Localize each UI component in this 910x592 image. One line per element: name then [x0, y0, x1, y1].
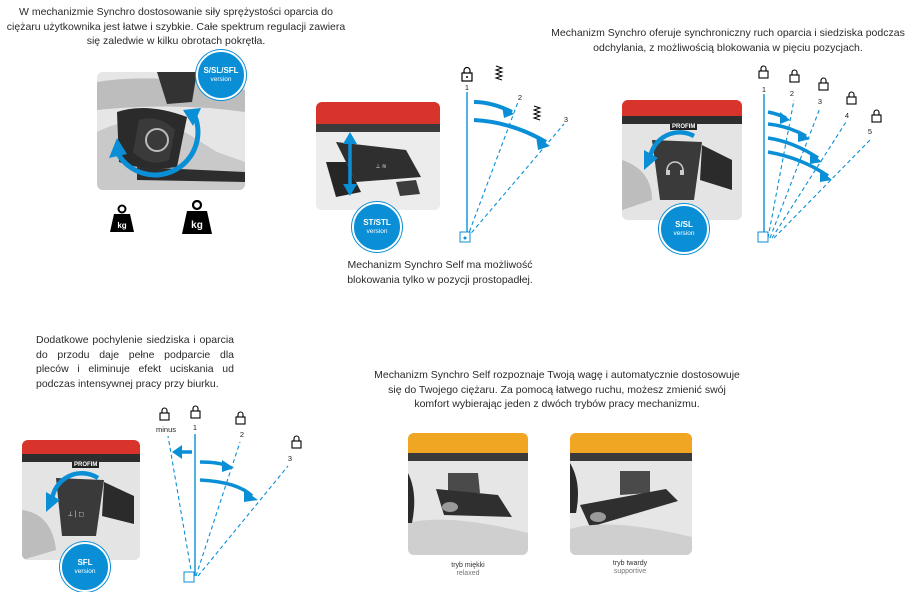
s4-pos-3: 3 — [288, 454, 292, 463]
s2-pos-3: 3 — [564, 115, 568, 124]
s1-badge-title: S/SL/SFL — [203, 66, 239, 75]
s4-brand-label: PROFIM — [72, 462, 100, 468]
s4-description: Dodatkowe pochylenie siedziska i oparcia… — [36, 334, 234, 390]
s5-hard-mode-photo — [570, 433, 692, 555]
s3-pos-5: 5 — [868, 127, 872, 136]
lock-icon — [235, 411, 246, 425]
s4-version-badge: SFL version — [60, 542, 110, 592]
s3-brand-label: PROFIM — [670, 124, 698, 130]
s2-version-badge: ST/STL version — [352, 202, 402, 252]
weight-large-label: kg — [191, 220, 203, 231]
lock-icon — [789, 69, 800, 83]
spring-icon — [532, 105, 542, 121]
s4-pos-2: 2 — [240, 430, 244, 439]
s1-description: W mechanizmie Synchro dostosowanie siły … — [6, 6, 346, 47]
lock-icon — [159, 407, 170, 421]
s2-pos-1: 1 — [465, 83, 469, 92]
svg-text:⟂ ≋: ⟂ ≋ — [376, 163, 387, 170]
s2-pos-2: 2 — [518, 93, 522, 102]
s4-pos-minus: minus — [156, 425, 176, 434]
s3-version-badge: S/SL version — [659, 204, 709, 254]
s4-pos-1: 1 — [193, 423, 197, 432]
lock-icon — [461, 66, 473, 82]
s5-hard-mode-sub: supportive — [613, 568, 647, 575]
pivot-icon — [757, 231, 769, 243]
s5-hard-mode-title: tryb twardy — [612, 560, 648, 567]
pivot-icon — [183, 571, 195, 583]
s3-badge-title: S/SL — [675, 220, 693, 229]
s2-lever-photo: ⟂ ≋ — [316, 102, 440, 210]
s4-badge-title: SFL — [77, 558, 93, 567]
weight-small-icon: kg — [110, 204, 134, 232]
s3-pos-2: 2 — [790, 89, 794, 98]
s5-soft-mode-label: tryb miękki relaxed — [428, 562, 508, 578]
s3-pos-3: 3 — [818, 97, 822, 106]
s5-soft-mode-photo — [408, 433, 528, 555]
s1-rotation-arrow-icon — [109, 108, 201, 178]
s3-pos-4: 4 — [845, 111, 849, 120]
s4-badge-sub: version — [74, 568, 96, 575]
s4-tilt-diagram: minus 1 2 3 — [156, 405, 302, 583]
s2-updown-arrow-icon — [343, 132, 357, 196]
lock-icon — [818, 77, 829, 91]
s2-description: Mechanizm Synchro Self ma możliwość blok… — [347, 259, 533, 286]
s5-description: Mechanizm Synchro Self rozpoznaje Twoją … — [374, 369, 740, 410]
s3-lever-photo — [622, 100, 742, 220]
lock-icon — [758, 65, 769, 79]
s5-hard-mode-label: tryb twardy supportive — [590, 560, 670, 576]
svg-text:⟂ | ◻: ⟂ | ◻ — [68, 511, 84, 518]
s5-soft-mode-sub: relaxed — [456, 570, 480, 577]
s3-description: Mechanizm Synchro oferuje synchroniczny … — [551, 27, 905, 54]
s1-badge-sub: version — [210, 76, 232, 83]
s4-lever-photo: ⟂ | ◻ — [22, 440, 140, 560]
s3-rotation-arrow-icon — [644, 130, 696, 170]
s2-badge-sub: version — [366, 228, 388, 235]
s5-soft-mode-title: tryb miękki — [451, 562, 485, 569]
lock-icon — [291, 435, 302, 449]
s4-rotation-arrow-icon — [46, 471, 100, 512]
s3-tilt-diagram: 1 2 3 4 5 — [757, 65, 882, 243]
s3-pos-1: 1 — [762, 85, 766, 94]
weight-small-label: kg — [117, 221, 126, 230]
lock-icon — [871, 109, 882, 123]
s2-badge-title: ST/STL — [363, 218, 391, 227]
s2-tilt-diagram: 1 2 3 — [459, 65, 568, 243]
spring-icon — [494, 65, 504, 81]
lock-icon — [190, 405, 201, 419]
lock-icon — [846, 91, 857, 105]
weight-large-icon: kg — [182, 200, 212, 234]
s3-badge-sub: version — [673, 230, 695, 237]
s1-version-badge: S/SL/SFL version — [196, 50, 246, 100]
